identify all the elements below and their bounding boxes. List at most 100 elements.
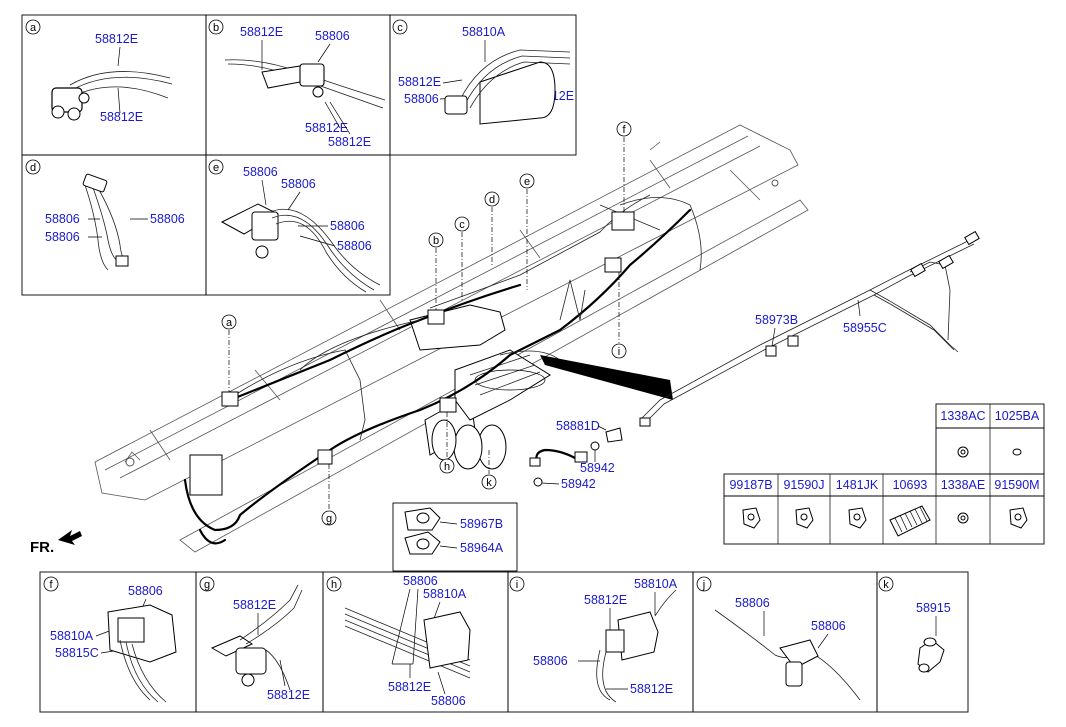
connector-hose-58881D: 58881D 58942 58942: [529, 419, 623, 491]
table-header-1338AC: 1338AC: [940, 409, 985, 423]
svg-text:58812E: 58812E: [328, 135, 371, 149]
detail-panel-d: d 58806 58806 58806: [21, 154, 207, 296]
detail-panel-h: h 58806 58810A 58812E 58806: [322, 571, 509, 713]
svg-text:58806: 58806: [404, 92, 439, 106]
svg-text:58812E: 58812E: [233, 598, 276, 612]
svg-text:58812E: 58812E: [398, 75, 441, 89]
callout-b: b: [428, 232, 444, 310]
svg-text:f: f: [622, 124, 626, 136]
svg-text:58812E: 58812E: [584, 593, 627, 607]
valve-icon: [51, 87, 90, 121]
svg-text:c: c: [459, 219, 465, 231]
corrugated-tube-icon: [889, 505, 931, 537]
svg-text:a: a: [30, 22, 37, 34]
air-hoses: [183, 194, 702, 545]
detail-panel-b: b 58812E 58806 58812E 58812E: [205, 14, 391, 156]
washer-icon: [1012, 448, 1022, 456]
svg-text:h: h: [444, 461, 450, 473]
svg-text:58806: 58806: [735, 596, 770, 610]
svg-text:58812E: 58812E: [630, 682, 673, 696]
hardware-parts-table: 1338AC 1025BA 99187B 91590J 1481JK 10693…: [723, 403, 1045, 545]
svg-text:58806: 58806: [243, 165, 278, 179]
svg-text:g: g: [326, 513, 332, 525]
svg-text:58806: 58806: [45, 230, 80, 244]
svg-text:b: b: [433, 235, 439, 247]
svg-text:58942: 58942: [561, 477, 596, 491]
air-tanks: [424, 349, 551, 470]
svg-text:b: b: [213, 22, 219, 34]
svg-text:a: a: [226, 317, 233, 329]
table-header-10693: 10693: [893, 478, 928, 492]
svg-text:i: i: [618, 346, 620, 358]
svg-text:58806: 58806: [403, 574, 438, 588]
table-header-1025BA: 1025BA: [995, 409, 1040, 423]
callout-i: i: [611, 272, 627, 359]
svg-text:58973B: 58973B: [755, 313, 798, 327]
svg-text:k: k: [486, 477, 492, 489]
svg-text:e: e: [524, 176, 530, 188]
callout-k: k: [481, 450, 497, 490]
callout-a: a: [221, 314, 237, 392]
callout-c: c: [454, 216, 470, 300]
elbow-fitting-icon: [917, 637, 945, 673]
svg-text:58955C: 58955C: [843, 321, 887, 335]
callout-f: f: [616, 121, 632, 212]
table-header-91590J: 91590J: [783, 478, 824, 492]
svg-text:58810A: 58810A: [50, 629, 94, 643]
svg-text:FR.: FR.: [30, 539, 54, 556]
svg-text:58942: 58942: [580, 461, 615, 475]
svg-text:58806: 58806: [330, 219, 365, 233]
svg-text:58812E: 58812E: [305, 121, 348, 135]
detail-panel-e: e 58806 58806 58806 58806: [205, 154, 391, 296]
svg-text:58964A: 58964A: [460, 541, 504, 555]
callout-g: g: [321, 464, 337, 526]
svg-text:d: d: [30, 162, 36, 174]
svg-text:58812E: 58812E: [100, 110, 143, 124]
detail-panel-i: i 58810A 58812E 58806 58812E: [507, 571, 694, 713]
svg-text:d: d: [489, 194, 495, 206]
svg-text:58815C: 58815C: [55, 646, 99, 660]
svg-text:58812E: 58812E: [267, 688, 310, 702]
svg-text:58806: 58806: [128, 584, 163, 598]
detail-panel-f: f 58806 58810A 58815C: [39, 571, 197, 713]
svg-text:58806: 58806: [315, 29, 350, 43]
table-header-1481JK: 1481JK: [836, 478, 879, 492]
svg-text:58806: 58806: [45, 212, 80, 226]
svg-text:58967B: 58967B: [460, 517, 503, 531]
detail-panel-a: a 58812E 58812E: [21, 14, 207, 156]
rear-line-assembly: 58973B 58955C: [639, 230, 980, 427]
clamp-detail-box: 58967B 58964A: [392, 502, 518, 572]
svg-text:c: c: [397, 22, 403, 34]
svg-text:58810A: 58810A: [462, 25, 506, 39]
detail-panel-g: g 58812E 58812E: [195, 571, 324, 713]
nut-icon: [957, 446, 969, 458]
svg-text:58806: 58806: [431, 694, 466, 708]
svg-text:58806: 58806: [811, 619, 846, 633]
table-header-99187B: 99187B: [729, 478, 772, 492]
svg-text:f: f: [49, 579, 53, 591]
clip-icon: [795, 507, 814, 529]
svg-text:k: k: [883, 579, 889, 591]
front-indicator: FR.: [30, 530, 82, 556]
callout-h: h: [439, 412, 455, 474]
svg-text:58812E: 58812E: [95, 32, 138, 46]
svg-text:58810A: 58810A: [423, 587, 467, 601]
svg-text:58881D: 58881D: [556, 419, 600, 433]
svg-text:58812E: 58812E: [240, 25, 283, 39]
svg-text:e: e: [213, 162, 219, 174]
svg-text:58806: 58806: [281, 177, 316, 191]
nut-icon: [957, 512, 969, 524]
detail-panel-c: c 58810A 58812E 58806 58812E: [389, 14, 577, 156]
svg-text:58806: 58806: [533, 654, 568, 668]
chassis-valves: [189, 211, 635, 496]
detail-panel-k: k 58915: [876, 571, 969, 713]
svg-text:i: i: [516, 579, 518, 591]
clip-icon: [742, 507, 761, 529]
callout-e: e: [519, 173, 535, 290]
callout-d: d: [484, 191, 500, 265]
detail-panel-j: j 58806 58806: [692, 571, 878, 713]
svg-text:58806: 58806: [150, 212, 185, 226]
svg-text:58806: 58806: [337, 239, 372, 253]
clip-icon: [1009, 507, 1028, 529]
